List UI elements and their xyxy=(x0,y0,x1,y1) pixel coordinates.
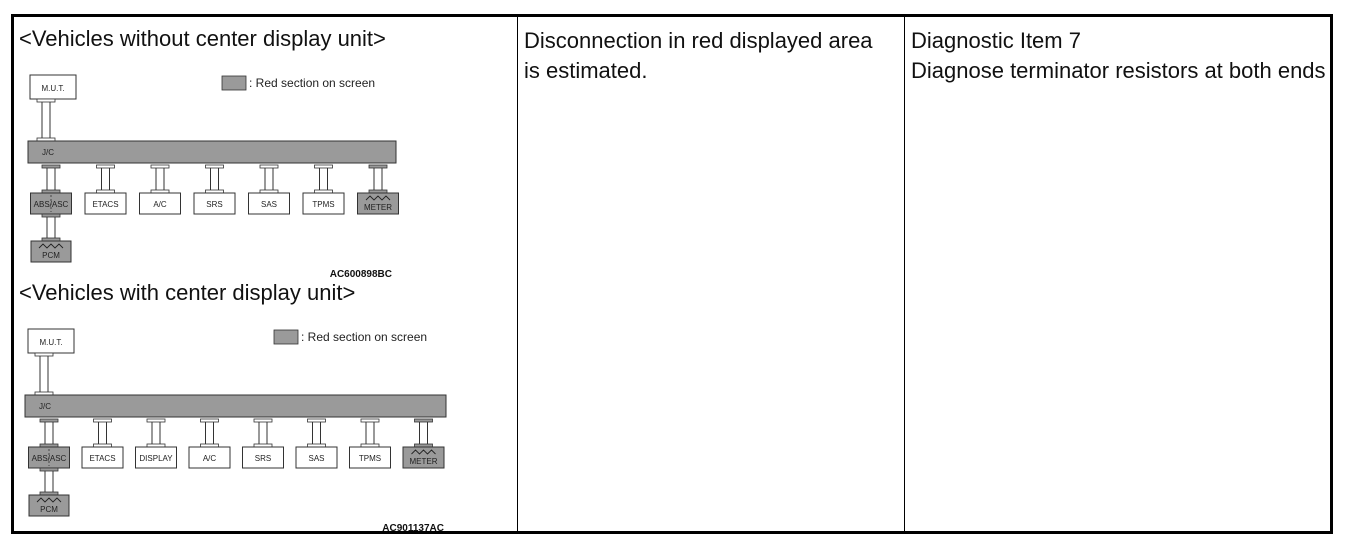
module-box-a-c xyxy=(139,192,181,215)
module-label-sas: SAS xyxy=(261,200,277,209)
heading-with-display: <Vehicles with center display unit> xyxy=(19,280,356,305)
connector-cap-top xyxy=(93,418,112,423)
module-label-a-c: A/C xyxy=(153,200,167,209)
connector-cap-top xyxy=(150,164,170,169)
diagnostic-item-text: Diagnostic Item 7 Diagnose terminator re… xyxy=(911,26,1331,86)
module-connector-srs xyxy=(205,164,224,194)
connector-cap-top xyxy=(200,418,219,423)
module-label-etacs: ETACS xyxy=(89,454,115,463)
diagnostic-item-title: Diagnostic Item 7 xyxy=(911,28,1081,53)
connector-cap-top xyxy=(368,164,388,169)
module-connector-abs-asc xyxy=(41,164,61,194)
module-connector-sas xyxy=(307,418,326,448)
figure-code: AC600898BC xyxy=(330,269,392,280)
mut-tool-label: M.U.T. xyxy=(39,338,62,347)
module-box-etacs xyxy=(84,192,127,215)
module-box-a-c xyxy=(188,446,231,469)
pcm-label: PCM xyxy=(42,251,60,260)
mut-connector xyxy=(34,352,54,396)
legend-label: : Red section on screen xyxy=(249,76,375,90)
jc-bus-bar xyxy=(24,394,447,418)
module-label-tpms: TPMS xyxy=(312,200,334,209)
module-label-srs: SRS xyxy=(206,200,222,209)
legend-swatch xyxy=(221,75,247,91)
module-connector-display xyxy=(146,418,166,448)
module-connector-meter xyxy=(414,418,433,448)
module-box-sas xyxy=(248,192,290,215)
module-connector-sas xyxy=(259,164,279,194)
module-connector-srs xyxy=(253,418,273,448)
module-box-display xyxy=(135,446,177,469)
mut-connector xyxy=(36,98,56,142)
connector-cap-top xyxy=(205,164,224,169)
cell-diagnostic-item: Diagnostic Item 7 Diagnose terminator re… xyxy=(905,17,1330,531)
mut-tool-label: M.U.T. xyxy=(41,84,64,93)
module-box-srs xyxy=(242,446,284,469)
pcm-terminator-resistor xyxy=(38,243,64,249)
connector-cap-top xyxy=(314,164,333,169)
module-connector-tpms xyxy=(360,418,380,448)
jc-bus-label: J/C xyxy=(42,148,54,157)
module-label-a-c: A/C xyxy=(203,454,217,463)
figure-code: AC901137AC xyxy=(382,523,444,534)
mut-tool-box xyxy=(29,74,77,100)
connector-cap-top xyxy=(36,98,56,103)
module-label-tpms: TPMS xyxy=(359,454,381,463)
connector-cap-top xyxy=(414,418,433,423)
jc-bus-bar xyxy=(27,140,397,164)
module-label-meter: METER xyxy=(410,457,438,466)
module-connector-a-c xyxy=(200,418,219,448)
pcm-connector xyxy=(39,467,59,496)
cell-diagrams: <Vehicles without center display unit> M… xyxy=(14,17,518,534)
connector-cap-top xyxy=(39,418,59,423)
pcm-terminator-resistor xyxy=(36,497,62,503)
diagnostic-item-description: Diagnose terminator resistors at both en… xyxy=(911,58,1326,83)
module-connector-tpms xyxy=(314,164,333,194)
module-label-etacs: ETACS xyxy=(92,200,118,209)
module-box-sas xyxy=(295,446,338,469)
module-box-tpms xyxy=(349,446,391,469)
module-box-srs xyxy=(193,192,236,215)
meter-terminator-resistor xyxy=(411,449,436,455)
module-box-etacs xyxy=(81,446,124,469)
diagnosis-table: <Vehicles without center display unit> M… xyxy=(11,14,1333,534)
module-label-sas: SAS xyxy=(308,454,324,463)
meter-terminator-resistor xyxy=(365,195,391,201)
connector-cap-top xyxy=(259,164,279,169)
pcm-connector xyxy=(41,213,61,242)
connector-cap-top xyxy=(146,418,166,423)
legend-swatch xyxy=(273,329,299,345)
connector-cap-top xyxy=(96,164,115,169)
jc-bus-label: J/C xyxy=(39,402,51,411)
connector-cap-top xyxy=(41,164,61,169)
module-connector-etacs xyxy=(96,164,115,194)
module-label-srs: SRS xyxy=(255,454,271,463)
legend-label: : Red section on screen xyxy=(301,330,427,344)
heading-without-display: <Vehicles without center display unit> xyxy=(19,26,386,51)
connector-cap-top xyxy=(41,213,61,218)
module-connector-a-c xyxy=(150,164,170,194)
module-box-tpms xyxy=(302,192,345,215)
pcm-label: PCM xyxy=(40,505,58,514)
cell-estimate: Disconnection in red displayed area is e… xyxy=(518,17,905,531)
module-label-meter: METER xyxy=(364,203,392,212)
connector-cap-top xyxy=(307,418,326,423)
connector-cap-top xyxy=(39,467,59,472)
module-connector-meter xyxy=(368,164,388,194)
module-label-display: DISPLAY xyxy=(139,454,173,463)
module-connector-etacs xyxy=(93,418,112,448)
connector-cap-top xyxy=(253,418,273,423)
connector-cap-top xyxy=(360,418,380,423)
estimate-text: Disconnection in red displayed area is e… xyxy=(524,28,873,83)
connector-cap-top xyxy=(34,352,54,357)
module-connector-abs-asc xyxy=(39,418,59,448)
